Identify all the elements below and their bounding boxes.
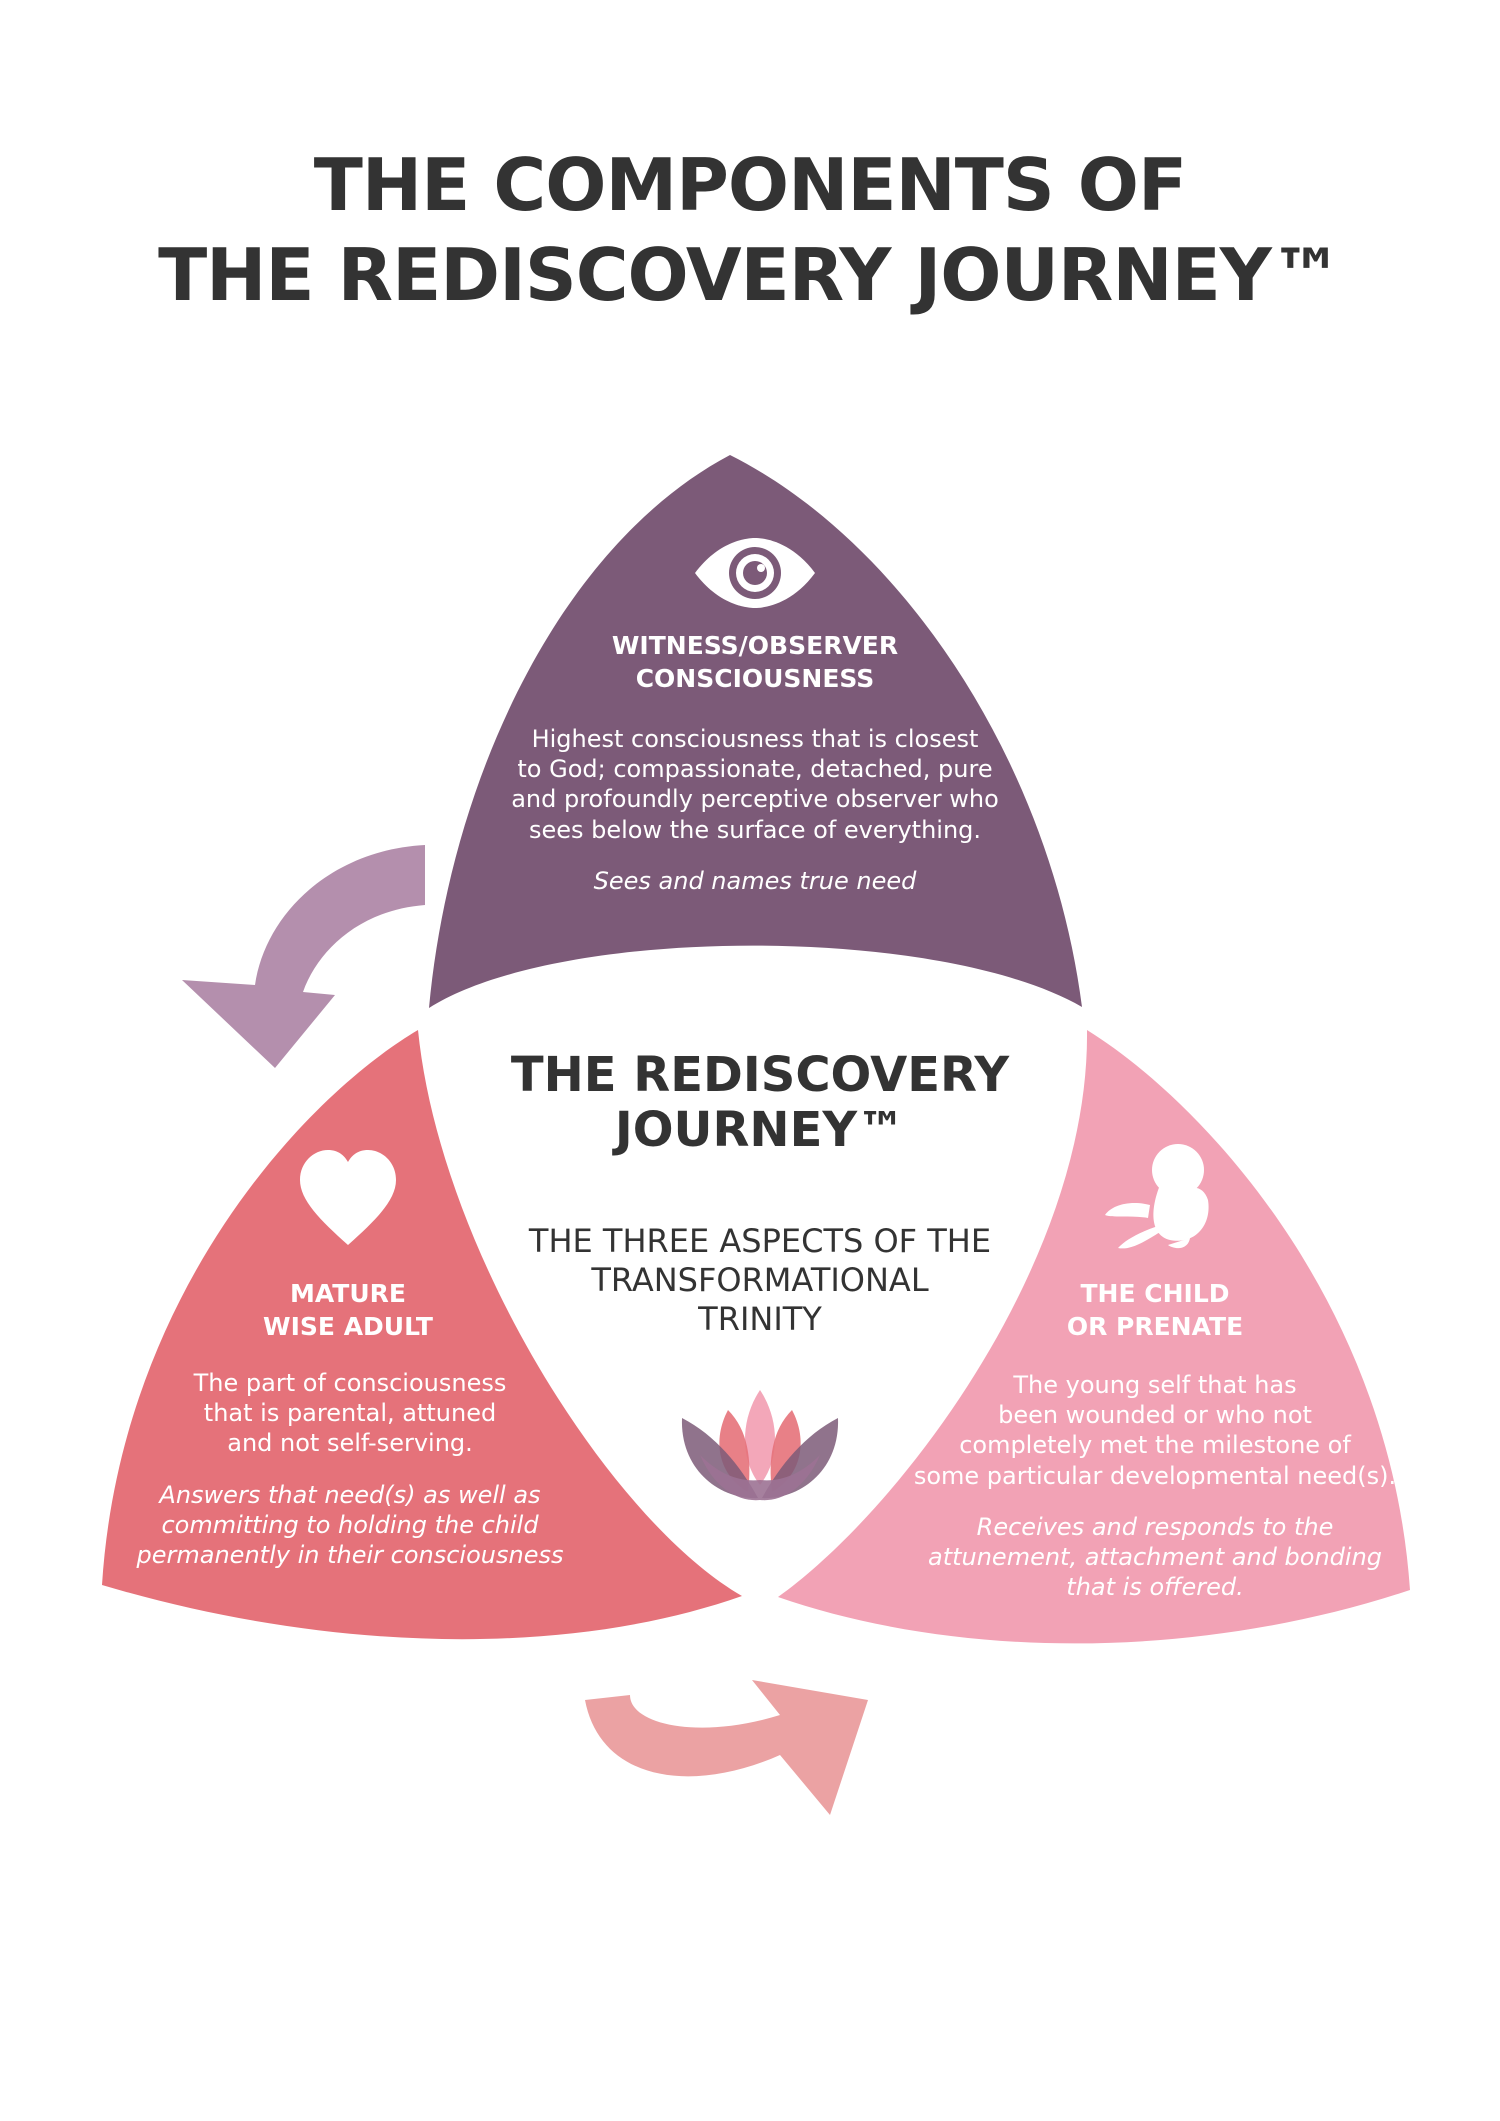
page-title-line2: THE REDISCOVERY JOURNEY™ (158, 233, 1343, 317)
child-body-line: some particular developmental need(s). (913, 1461, 1397, 1490)
heart-icon (300, 1150, 396, 1245)
witness-body: Highest consciousness that is closest to… (505, 724, 1005, 845)
child-italic-line: attunement, attachment and bonding (927, 1543, 1383, 1572)
child-italic-line: Receives and responds to the (976, 1513, 1334, 1541)
child-body-line: been wounded or who not (998, 1401, 1312, 1430)
witness-lobe (429, 455, 1082, 1008)
child-body-line: completely met the milestone of (959, 1431, 1351, 1460)
child-heading-line2: OR PRENATE (1066, 1311, 1244, 1341)
adult-italic: Answers that need(s) as well as committi… (120, 1480, 580, 1571)
adult-italic-line: Answers that need(s) as well as (159, 1481, 541, 1509)
center-title-line1: THE REDISCOVERY (510, 1047, 1010, 1103)
witness-body-line: sees below the surface of everything. (528, 815, 982, 844)
center-subtitle-line3: TRINITY (698, 1300, 822, 1339)
center-title: THE REDISCOVERY JOURNEY™ (500, 1047, 1020, 1159)
witness-heading: WITNESS/OBSERVER CONSCIOUSNESS (555, 630, 955, 695)
eye-icon (695, 538, 815, 608)
adult-heading: MATURE WISE ADULT (198, 1278, 498, 1343)
child-italic-line: that is offered. (1066, 1573, 1244, 1602)
child-lobe (778, 1030, 1410, 1644)
adult-body-line: The part of consciousness (193, 1369, 507, 1397)
witness-body-line: and profoundly perceptive observer who (511, 785, 999, 814)
center-subtitle-line1: THE THREE ASPECTS OF THE (528, 1222, 992, 1260)
child-heading-line1: THE CHILD (1080, 1279, 1230, 1308)
fetus-icon (1105, 1144, 1209, 1249)
child-italic: Receives and responds to the attunement,… (910, 1512, 1400, 1603)
adult-heading-line2: WISE ADULT (263, 1311, 433, 1341)
witness-italic: Sees and names true need (593, 867, 917, 895)
adult-italic-line: permanently in their consciousness (136, 1541, 564, 1570)
center-subtitle: THE THREE ASPECTS OF THE TRANSFORMATIONA… (500, 1222, 1020, 1339)
adult-body: The part of consciousness that is parent… (150, 1368, 550, 1459)
witness-heading-line1: WITNESS/OBSERVER (611, 631, 899, 660)
cycle-arrow-bottom (585, 1680, 868, 1815)
cycle-arrow-top-left (182, 845, 425, 1068)
witness-body-line: to God; compassionate, detached, pure (517, 755, 993, 784)
adult-lobe (102, 1030, 742, 1640)
witness-body-line: Highest consciousness that is closest (531, 725, 979, 753)
adult-body-line: that is parental, attuned (203, 1399, 497, 1428)
child-heading: THE CHILD OR PRENATE (1005, 1278, 1305, 1343)
child-body-line: The young self that has (1013, 1371, 1297, 1399)
lotus-icon (681, 1390, 839, 1501)
center-subtitle-line2: TRANSFORMATIONAL (591, 1261, 929, 1300)
adult-body-line: and not self-serving. (227, 1429, 473, 1458)
child-body: The young self that has been wounded or … (900, 1370, 1410, 1491)
witness-heading-line2: CONSCIOUSNESS (635, 663, 875, 693)
adult-italic-line: committing to holding the child (161, 1511, 539, 1540)
adult-heading-line1: MATURE (290, 1279, 406, 1308)
center-title-line2: JOURNEY™ (614, 1102, 906, 1159)
page-title-line1: THE COMPONENTS OF (313, 143, 1187, 227)
